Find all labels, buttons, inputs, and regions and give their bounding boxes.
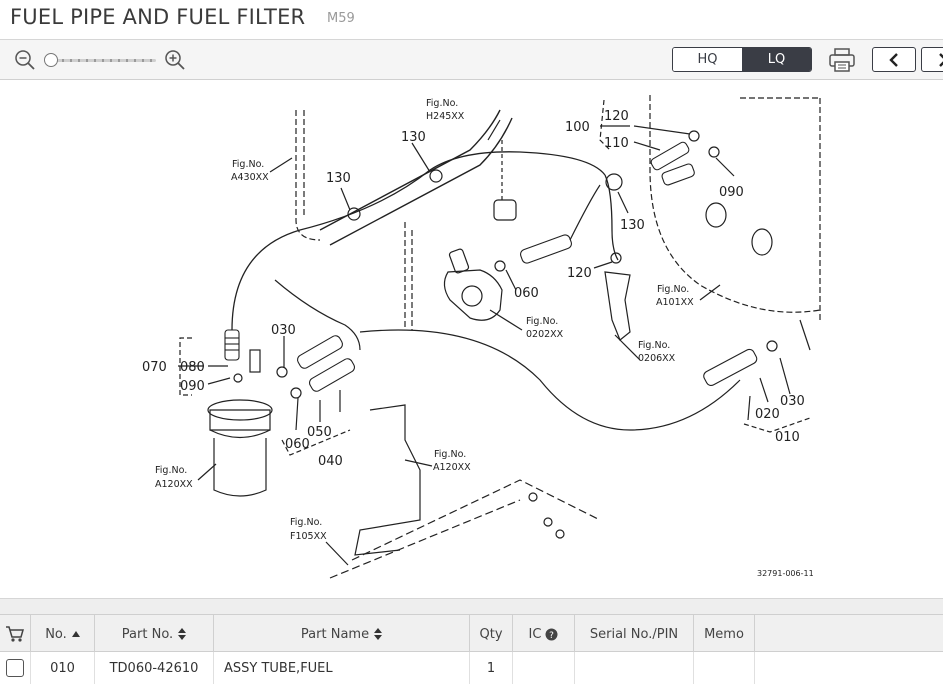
figref-0202-line2[interactable]: 0202XX xyxy=(526,329,564,340)
title-bar: FUEL PIPE AND FUEL FILTER M59 xyxy=(0,0,943,40)
callout-030-right[interactable]: 030 xyxy=(780,394,805,409)
callout-050[interactable]: 050 xyxy=(307,425,332,440)
row-select-cell xyxy=(0,652,31,684)
callout-040[interactable]: 040 xyxy=(318,454,343,469)
zoom-out-icon[interactable] xyxy=(14,49,36,71)
cell-memo xyxy=(694,652,755,684)
figref-a430-line1[interactable]: Fig.No. xyxy=(232,159,264,170)
column-header-qty: Qty xyxy=(470,615,513,653)
figref-h245-line2[interactable]: H245XX xyxy=(426,111,465,122)
column-header-no[interactable]: No. xyxy=(31,615,95,653)
quality-lq-button[interactable]: LQ xyxy=(742,48,811,71)
quality-hq-button[interactable]: HQ xyxy=(673,48,742,71)
cart-icon xyxy=(6,626,24,642)
callout-130-right[interactable]: 130 xyxy=(620,218,645,233)
sort-ascending-icon xyxy=(71,631,80,637)
quality-toggle: HQ LQ xyxy=(672,47,812,72)
cell-ic xyxy=(513,652,575,684)
chevron-right-icon xyxy=(939,52,943,67)
figref-a101-line2[interactable]: A101XX xyxy=(656,297,694,308)
page-title: FUEL PIPE AND FUEL FILTER xyxy=(10,5,306,29)
callout-010[interactable]: 010 xyxy=(775,430,800,445)
chevron-left-icon xyxy=(889,52,898,67)
column-header-part-no[interactable]: Part No. xyxy=(95,615,214,653)
cell-qty: 1 xyxy=(470,652,513,684)
callout-030-left[interactable]: 030 xyxy=(271,323,296,338)
figref-0206-line1[interactable]: Fig.No. xyxy=(638,340,670,351)
column-header-memo-label: Memo xyxy=(704,626,744,642)
figref-f105-line2[interactable]: F105XX xyxy=(290,531,327,542)
cell-no: 010 xyxy=(31,652,95,684)
figref-f105-line1[interactable]: Fig.No. xyxy=(290,517,322,528)
column-header-qty-label: Qty xyxy=(479,626,503,642)
parts-diagram: 130 130 130 100 120 110 090 120 060 070 … xyxy=(0,80,943,598)
row-checkbox[interactable] xyxy=(6,659,24,677)
callout-020[interactable]: 020 xyxy=(755,407,780,422)
next-button[interactable] xyxy=(921,47,943,72)
column-header-part-name-label: Part Name xyxy=(300,626,370,642)
zoom-in-icon[interactable] xyxy=(164,49,186,71)
callout-110[interactable]: 110 xyxy=(604,136,629,151)
figref-0206-line2[interactable]: 0206XX xyxy=(638,353,676,364)
figref-h245-line1[interactable]: Fig.No. xyxy=(426,98,458,109)
cell-serial xyxy=(575,652,694,684)
callout-130-top[interactable]: 130 xyxy=(401,130,426,145)
figref-a120-left-line2[interactable]: A120XX xyxy=(155,479,193,490)
callout-060-left[interactable]: 060 xyxy=(285,437,310,452)
figref-a101-line1[interactable]: Fig.No. xyxy=(657,284,689,295)
callout-090-right[interactable]: 090 xyxy=(719,185,744,200)
column-header-ic: IC ? xyxy=(513,615,575,653)
sort-icon xyxy=(374,628,383,640)
zoom-slider[interactable] xyxy=(44,52,156,68)
sort-icon xyxy=(178,628,187,640)
cell-part-no: TD060-42610 xyxy=(95,652,214,684)
figref-a120-mid-line1[interactable]: Fig.No. xyxy=(434,449,466,460)
callout-130-left[interactable]: 130 xyxy=(326,171,351,186)
figref-a120-left-line1[interactable]: Fig.No. xyxy=(155,465,187,476)
column-header-ic-label: IC xyxy=(528,626,542,642)
column-header-serial-label: Serial No./PIN xyxy=(589,626,679,642)
callout-080[interactable]: 080 xyxy=(180,360,205,375)
callout-120-mid[interactable]: 120 xyxy=(567,266,592,281)
cell-part-name: ASSY TUBE,FUEL xyxy=(214,652,470,684)
parts-table-header: No. Part No. Part Name Qty IC ? Serial N… xyxy=(0,614,943,653)
cart-column-header xyxy=(0,615,31,653)
drawing-code: 32791-006-11 xyxy=(757,569,814,578)
table-row[interactable]: 010 TD060-42610 ASSY TUBE,FUEL 1 xyxy=(0,652,943,684)
page-subtitle: M59 xyxy=(327,11,355,26)
callout-120-top[interactable]: 120 xyxy=(604,109,629,124)
callout-100[interactable]: 100 xyxy=(565,120,590,135)
parts-diagram-svg: 130 130 130 100 120 110 090 120 060 070 … xyxy=(142,95,821,579)
figref-a120-mid-line2[interactable]: A120XX xyxy=(433,462,471,473)
column-header-memo: Memo xyxy=(694,615,755,653)
column-header-part-no-label: Part No. xyxy=(121,626,174,642)
callout-090-left[interactable]: 090 xyxy=(180,379,205,394)
column-header-no-label: No. xyxy=(45,626,67,642)
column-header-serial: Serial No./PIN xyxy=(575,615,694,653)
section-divider xyxy=(0,598,943,614)
help-icon[interactable]: ? xyxy=(545,628,558,641)
print-icon[interactable] xyxy=(828,47,856,73)
column-header-part-name[interactable]: Part Name xyxy=(214,615,470,653)
figref-0202-line1[interactable]: Fig.No. xyxy=(526,316,558,327)
previous-button[interactable] xyxy=(872,47,916,72)
figref-a430-line2[interactable]: A430XX xyxy=(231,172,269,183)
svg-text:?: ? xyxy=(550,631,555,641)
callout-070[interactable]: 070 xyxy=(142,360,167,375)
zoom-slider-knob[interactable] xyxy=(44,53,58,67)
callout-060-mid[interactable]: 060 xyxy=(514,286,539,301)
